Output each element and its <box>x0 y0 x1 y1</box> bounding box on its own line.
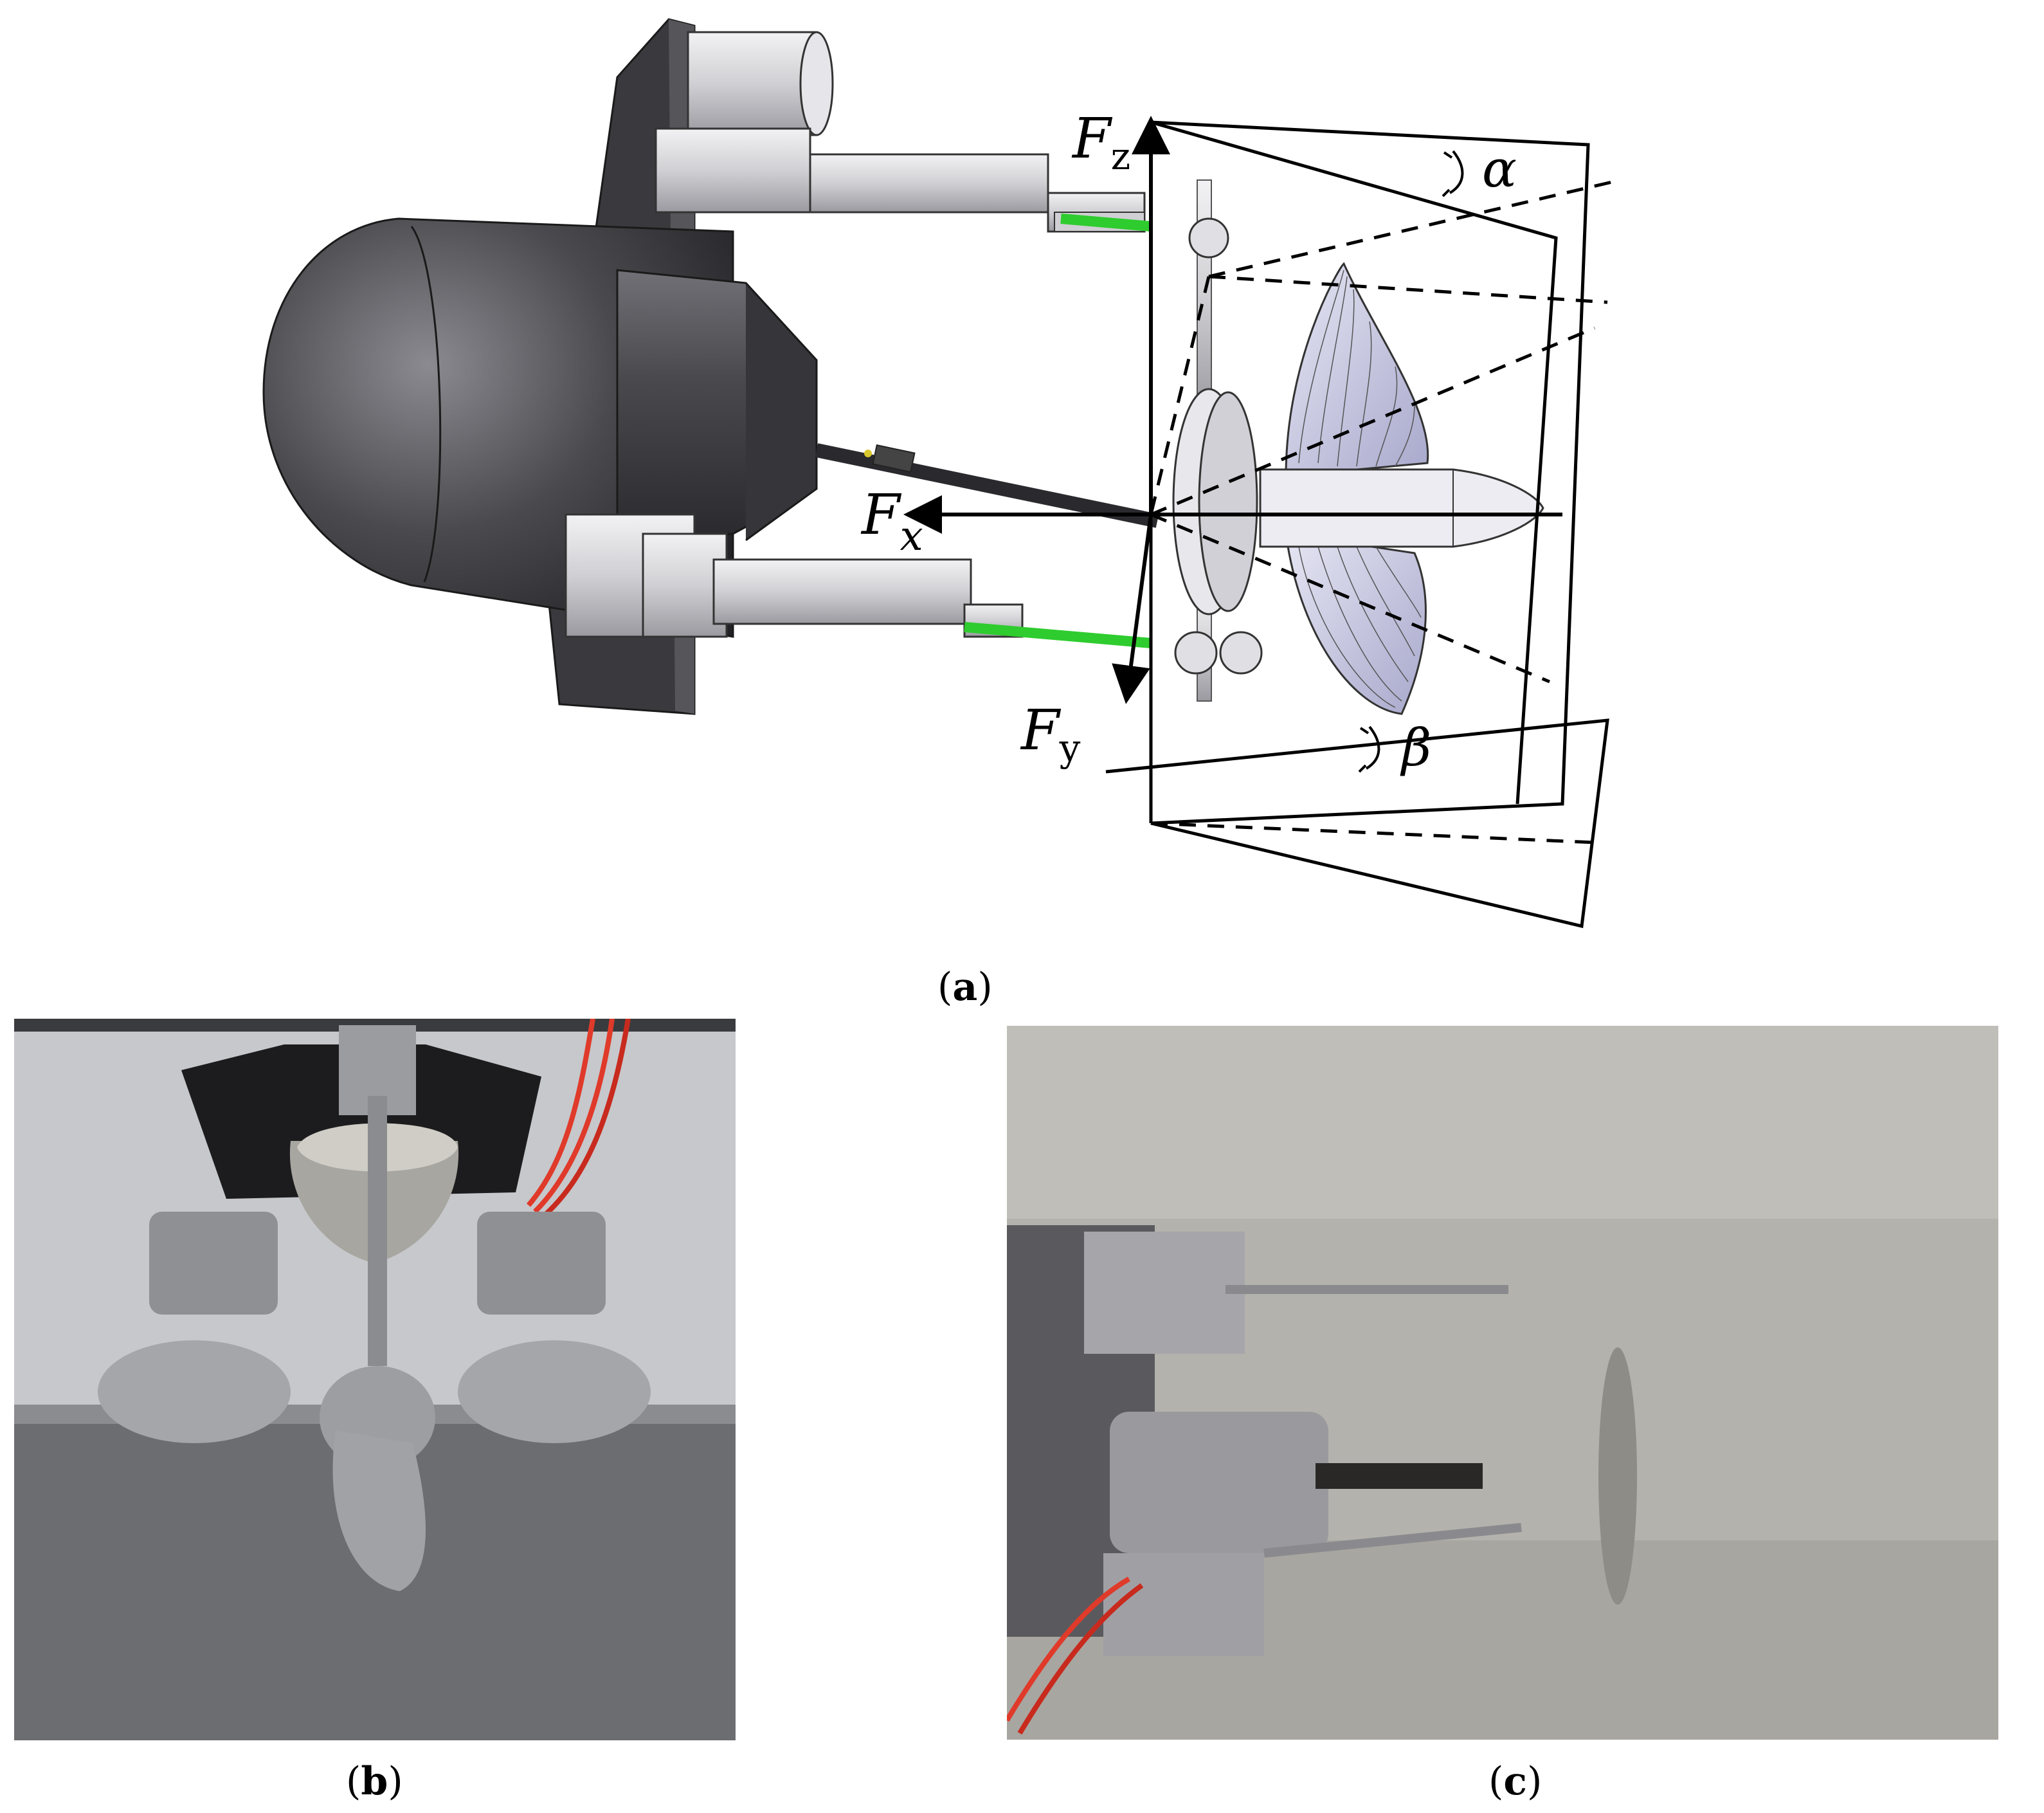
caption-b: (b) <box>346 1759 403 1804</box>
joint-rods <box>1174 179 1263 702</box>
force-label-fx: Fx <box>860 483 923 560</box>
propeller <box>1259 262 1544 715</box>
reference-plane-dashed <box>1149 178 1621 844</box>
panel-c-photo <box>1007 1026 1998 1740</box>
force-label-fy: Fy <box>1020 698 1081 770</box>
drive-shaft <box>815 443 1159 528</box>
force-label-fz: Fz <box>1071 107 1130 178</box>
angle-label-beta: β <box>1400 718 1431 778</box>
caption-c: (c) <box>1488 1759 1542 1804</box>
lower-link-rod <box>964 622 1152 648</box>
reference-plane-solid <box>1105 120 1609 929</box>
propeller-hub-disc <box>1172 388 1258 615</box>
panel-a-diagram: Fz Fx Fy α β <box>262 18 1621 929</box>
lower-actuator <box>565 513 1024 638</box>
angle-indicators <box>1358 150 1464 773</box>
panel-b-photo <box>14 1019 736 1740</box>
force-arrows <box>903 116 1562 704</box>
upper-link-rod <box>1060 214 1152 232</box>
angle-label-alpha: α <box>1482 139 1517 199</box>
upper-actuator <box>655 31 1146 233</box>
caption-a: (a) <box>937 965 993 1010</box>
